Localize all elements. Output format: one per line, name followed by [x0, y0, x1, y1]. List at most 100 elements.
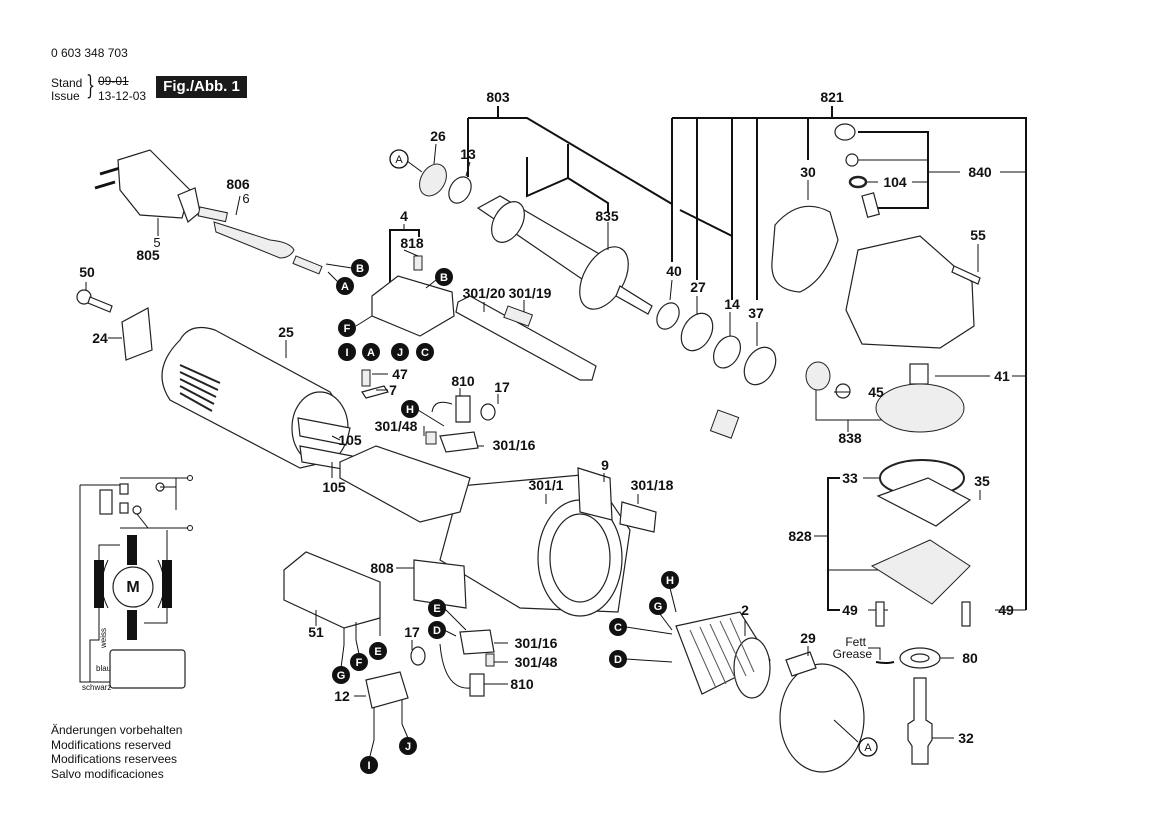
guard-29-tab [785, 651, 817, 677]
bearing-37-drawing [743, 346, 777, 386]
label-821: 821 [820, 89, 844, 105]
marker-H-brush: H [401, 400, 445, 427]
svg-text:A: A [367, 347, 375, 359]
stator-2-drawing [675, 611, 771, 699]
marker-E-suppressor: E [369, 642, 387, 660]
grease-label-en: Grease [833, 647, 873, 661]
label-7: 7 [389, 382, 397, 398]
marker-E-holder: E [428, 599, 467, 631]
bearing-13-drawing [448, 176, 472, 204]
part-drawings [76, 123, 981, 773]
svg-text:A: A [864, 742, 872, 754]
label-49a: 49 [842, 602, 858, 618]
label-810b: 810 [510, 676, 534, 692]
label-5: 5 [153, 235, 160, 250]
suppressor-51-drawing [283, 551, 381, 629]
clip-17a-drawing [480, 403, 496, 421]
label-49b: 49 [998, 602, 1014, 618]
motor-symbol [112, 566, 154, 608]
marker-G-suppressor: G [332, 644, 350, 684]
marker-A-holder: A [362, 343, 380, 361]
figure-badge: Fig./Abb. 1 [156, 76, 247, 98]
label-301-20: 301/20 [463, 285, 506, 301]
label-105a: 105 [338, 432, 362, 448]
strain-relief-806-drawing [213, 221, 295, 259]
suppressor-12-drawing [365, 671, 409, 709]
label-51: 51 [308, 624, 324, 640]
washer-80-hole [910, 653, 930, 663]
flange-35-drawing [876, 477, 972, 527]
brace-glyph: } [86, 71, 96, 101]
bracket-lines [389, 106, 1027, 611]
label-26: 26 [430, 128, 446, 144]
screw-47-drawing [361, 369, 371, 387]
label-301-16b: 301/16 [515, 635, 558, 651]
label-105b: 105 [322, 479, 346, 495]
marker-B-holder: B [425, 268, 453, 289]
svg-text:I: I [367, 760, 370, 772]
screw-50-drawing [76, 289, 113, 313]
bearing-26-drawing [419, 163, 447, 197]
marker-F-suppressor: F [350, 639, 368, 671]
brush-810b-wire [439, 643, 471, 689]
marker-A-bearing: A [389, 149, 423, 173]
label-41: 41 [994, 368, 1010, 384]
label-4: 4 [400, 208, 408, 224]
label-2: 2 [741, 602, 749, 618]
screw-301-48a-drawing [425, 431, 437, 445]
gear-housing-drawing [845, 235, 975, 349]
spring-drawing [845, 153, 859, 167]
bearing-14-drawing [712, 335, 742, 369]
marker-C-stator: C [609, 618, 673, 636]
bearing-flange-drawing [870, 539, 971, 605]
label-301-48a: 301/48 [375, 418, 418, 434]
cable-end-drawing [292, 255, 323, 275]
label-47: 47 [392, 366, 408, 382]
switch-carrier-drawing [339, 445, 471, 523]
motor-label: M [126, 579, 139, 596]
stand-label: Stand [51, 76, 83, 90]
felt-drawing [709, 409, 740, 439]
footer-line-es: Salvo modificaciones [51, 766, 164, 781]
marker-A-guard: A [858, 737, 878, 757]
motor-housing-25-drawing [161, 327, 353, 471]
svg-text:B: B [356, 263, 364, 275]
svg-text:E: E [374, 646, 381, 658]
marker-I-holder: I [338, 343, 356, 361]
label-810a: 810 [451, 373, 475, 389]
svg-text:J: J [397, 347, 403, 359]
svg-text:D: D [433, 625, 441, 637]
stand-date: 09-01 [98, 74, 129, 88]
label-301-48b: 301/48 [515, 654, 558, 670]
label-14: 14 [724, 296, 740, 312]
part-labels: 803 821 26 13 806 6 5 805 4 818 835 30 1… [79, 89, 1014, 746]
label-828: 828 [788, 528, 812, 544]
spring-301-19-drawing [503, 305, 534, 327]
label-301-19: 301/19 [509, 285, 552, 301]
connector-markers: B A B F I A J C H E D E F G J I H G C D [325, 259, 679, 774]
label-24: 24 [92, 330, 108, 346]
label-32: 32 [958, 730, 974, 746]
bearing-41-drawing [909, 363, 929, 385]
label-25: 25 [278, 324, 294, 340]
screw-301-48b-drawing [485, 653, 495, 667]
label-9: 9 [601, 457, 609, 473]
svg-text:G: G [654, 601, 663, 613]
label-803: 803 [486, 89, 510, 105]
pinion-drawing [805, 361, 831, 391]
label-27: 27 [690, 279, 706, 295]
issue-date: 13-12-03 [98, 89, 147, 103]
svg-text:E: E [433, 603, 440, 615]
issue-label: Issue [51, 89, 80, 103]
svg-text:I: I [345, 347, 348, 359]
label-6: 6 [242, 191, 249, 206]
plate-24-drawing [121, 307, 153, 361]
svg-text:C: C [421, 347, 429, 359]
label-50: 50 [79, 264, 95, 280]
grease-label-de: Fett [845, 635, 866, 649]
svg-text:F: F [344, 323, 351, 335]
footer-line-de: Änderungen vorbehalten [51, 723, 183, 737]
label-55: 55 [970, 227, 986, 243]
wire-schwarz-label: schwarz [82, 683, 111, 692]
